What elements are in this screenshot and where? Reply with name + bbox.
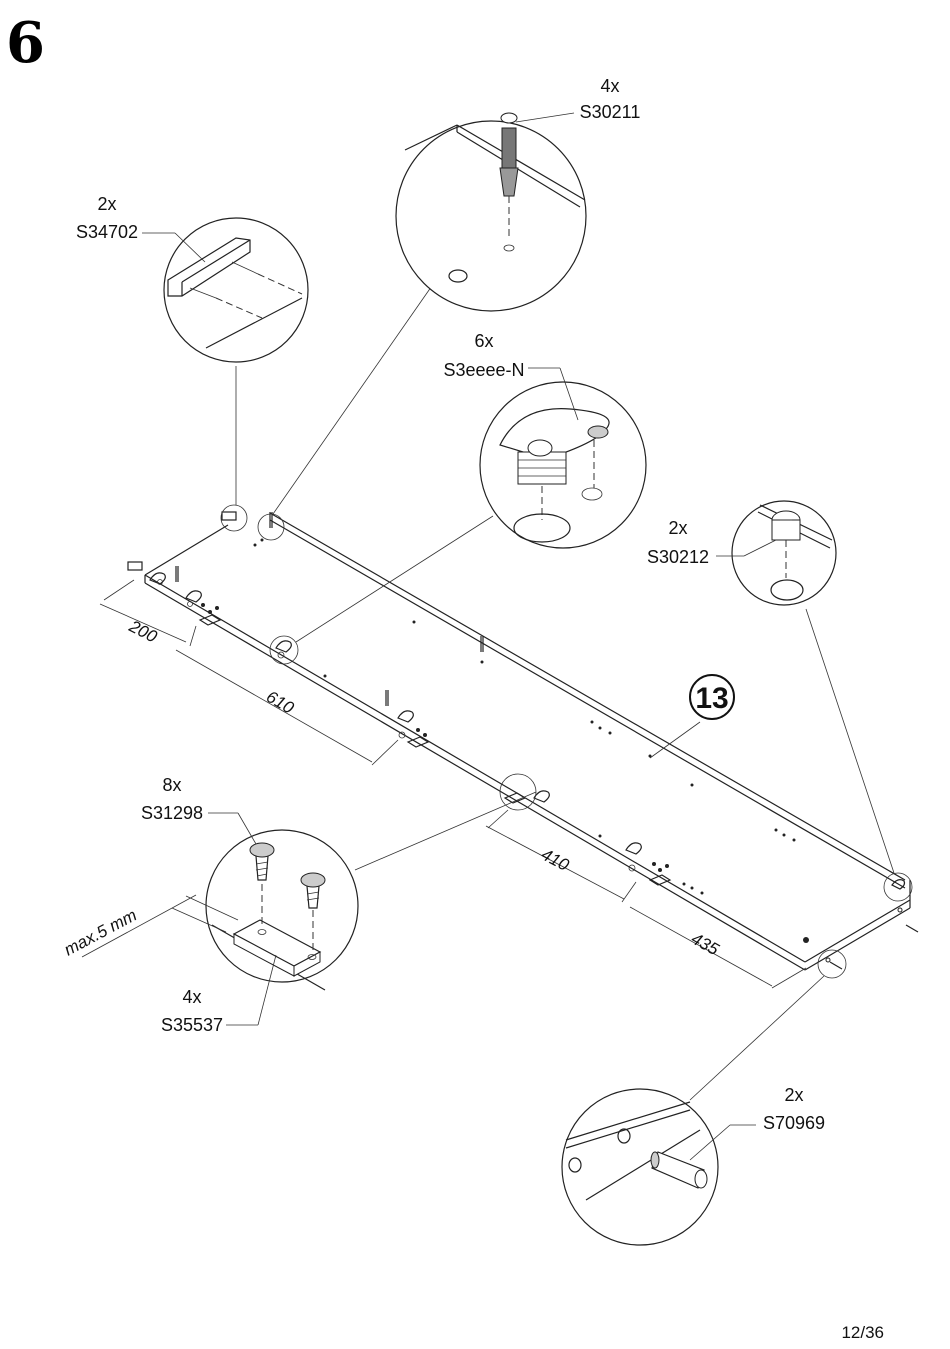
cam-bolt-code: S30211	[580, 102, 641, 122]
screw-qty: 8x	[162, 775, 181, 795]
detail-cam-lock: 6x S3eeee-N	[443, 331, 647, 549]
panel-bolts	[175, 512, 484, 706]
screw-code: S31298	[141, 803, 203, 823]
panel-plates	[198, 614, 672, 886]
detail-dowel: 2x S70969	[561, 1085, 825, 1246]
connector-pin-qty: 2x	[97, 194, 116, 214]
plate-code: S35537	[161, 1015, 223, 1035]
detail-cam-housing: 2x S30212	[647, 500, 837, 606]
panel-connectors	[127, 511, 237, 571]
callout-anchors	[220, 504, 913, 979]
dowel-code: S70969	[763, 1113, 825, 1133]
dim-200: 200	[125, 616, 160, 647]
dowel-qty: 2x	[784, 1085, 803, 1105]
panel-holes	[201, 538, 919, 970]
detail-cam-bolt: 4x S30211	[395, 76, 641, 312]
dim-435: 435	[688, 929, 722, 960]
panel-13	[130, 512, 911, 971]
cam-bolt-qty: 4x	[600, 76, 619, 96]
cam-housing-code: S30212	[647, 547, 709, 567]
dim-610: 610	[263, 687, 298, 718]
detail-connector-pin: 2x S34702	[76, 194, 309, 363]
panel-number: 13	[695, 682, 728, 715]
leader-lines	[235, 279, 895, 1101]
connector-pin-code: S34702	[76, 222, 138, 242]
page-number: 12/36	[841, 1323, 884, 1342]
panel-cam-lock	[149, 572, 906, 890]
plate-qty: 4x	[182, 987, 201, 1007]
max-gap-label: max.5 mm	[61, 906, 140, 960]
panel-number-badge: 13	[689, 674, 735, 720]
cam-housing-qty: 2x	[668, 518, 687, 538]
cam-lock-qty: 6x	[474, 331, 493, 351]
step-number: 6	[6, 10, 45, 76]
detail-screw-plate: max.5 mm 8x S31298 4x S35537	[61, 775, 359, 1035]
cam-lock-code: S3eeee-N	[443, 360, 524, 380]
dim-410: 410	[538, 845, 572, 875]
